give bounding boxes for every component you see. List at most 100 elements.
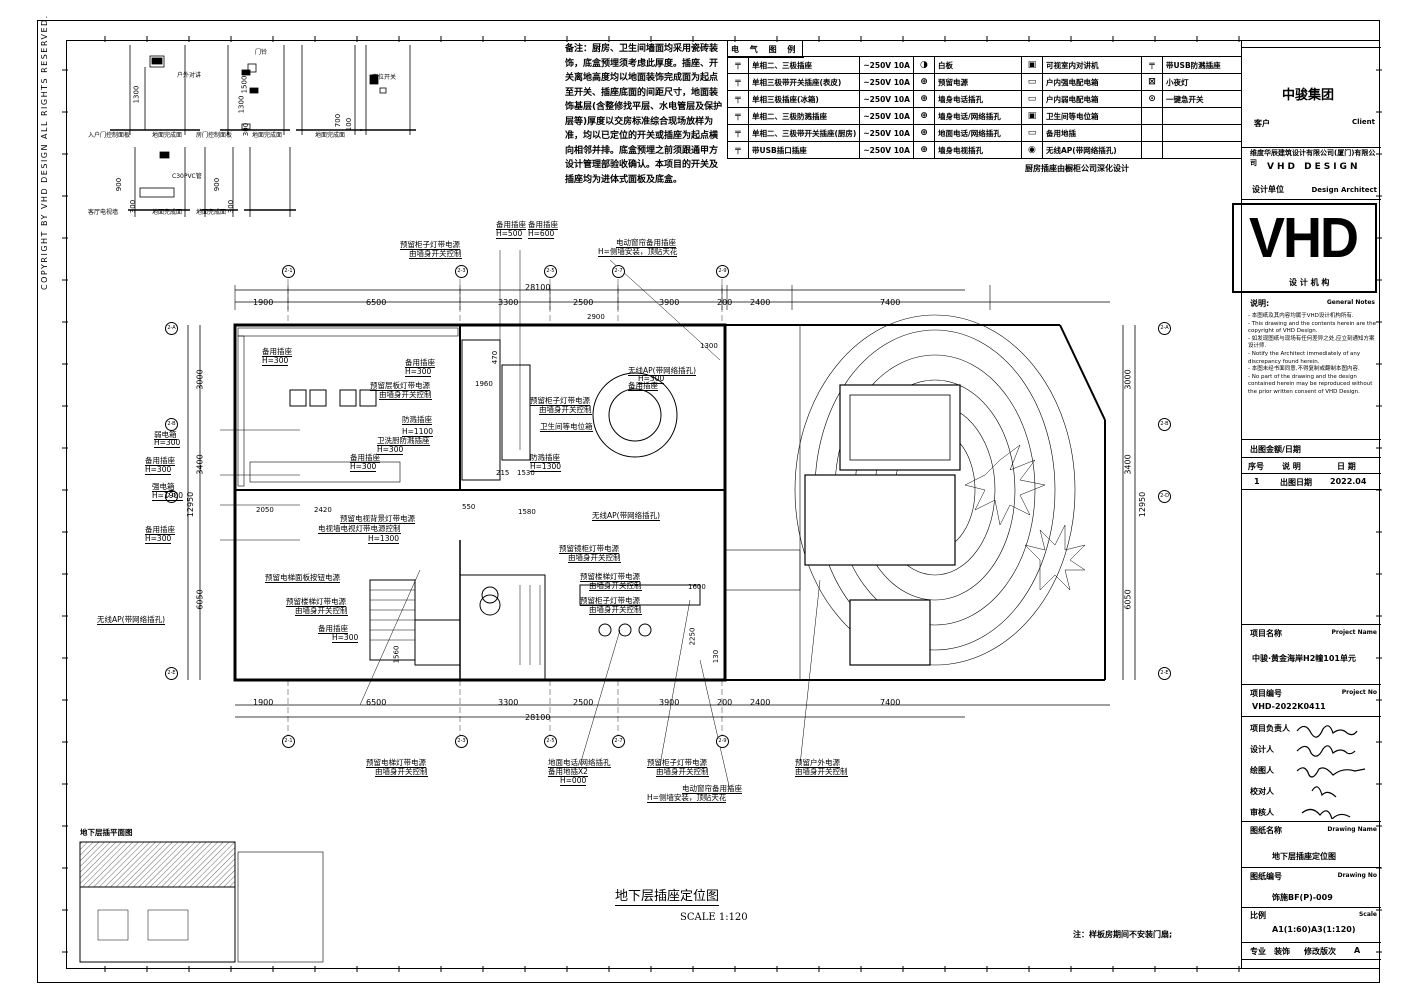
annotation-label: 备用插座 bbox=[145, 456, 175, 466]
inner-dim: 470 bbox=[491, 350, 500, 365]
diagram-dim: 1500 bbox=[240, 75, 249, 94]
annotation-label: H=300 bbox=[145, 534, 172, 544]
design-unit-en: Design Architect bbox=[1311, 186, 1377, 194]
annotation-label: H=300 bbox=[154, 438, 181, 448]
annotation-label: 预留镜柜灯带电源 bbox=[559, 544, 619, 554]
diagram-label: 房门控制面板 bbox=[196, 132, 233, 139]
top-dim: 3300 bbox=[498, 298, 519, 307]
diagram-label: 门铃 bbox=[255, 49, 268, 56]
annotation-label: H=300 bbox=[350, 462, 377, 472]
annotation-label: 备用插座 bbox=[405, 358, 435, 368]
legend-text bbox=[1161, 107, 1242, 125]
legend-symbol-icon: ╤ bbox=[1149, 60, 1155, 70]
legend-symbol-icon: ╤ bbox=[735, 60, 741, 70]
left-dim: 3400 bbox=[195, 454, 205, 475]
bottom-dim: 1900 bbox=[253, 698, 274, 707]
legend-text: 单相三极插座(冰箱) bbox=[747, 90, 861, 108]
diagram-label: C30PVC管 bbox=[172, 173, 202, 180]
grid-bubble: 2-1 bbox=[282, 735, 295, 748]
legend-symbol-icon: ◑ bbox=[920, 60, 928, 70]
client-en: Client bbox=[1351, 118, 1375, 126]
notes-label: 说明: bbox=[1250, 299, 1270, 308]
legend-symbol-icon: ⊕ bbox=[920, 77, 928, 87]
role-label: 校对人 bbox=[1250, 787, 1274, 796]
legend-text: ~250V 10A bbox=[859, 90, 914, 108]
annotation-label: 预留层板灯带电源 bbox=[370, 381, 430, 391]
legend-symbol-icon: ▭ bbox=[1027, 94, 1037, 104]
annotation-label: 由墙身开关控制 bbox=[375, 767, 428, 777]
legend-text: 单相二、三极防溅插座 bbox=[747, 107, 861, 125]
diagram-label: 地面完成面 bbox=[196, 209, 227, 216]
inner-dim: 1560 bbox=[392, 645, 401, 664]
annotation-label: 预留电视背景灯带电源 bbox=[340, 514, 415, 524]
annotation-label: 预留楼梯灯带电源 bbox=[286, 597, 346, 607]
annotation-label: H=侧墙安装，顶贴天花 bbox=[598, 247, 678, 257]
diagram-dim: 900 bbox=[213, 177, 222, 192]
diagram-label: 户外对讲 bbox=[177, 72, 202, 79]
issue-header-row: 序号 说 明 日 期 bbox=[1242, 458, 1381, 474]
inner-dim: 1960 bbox=[475, 380, 493, 388]
scale-value: A1(1:60)A3(1:120) bbox=[1272, 925, 1356, 934]
annotation-label: 由墙身开关控制 bbox=[295, 606, 348, 616]
issue-col: 日 期 bbox=[1337, 462, 1356, 471]
annotation-label: 预留柜子灯带电源 bbox=[400, 240, 460, 250]
legend-symbol-icon: ▣ bbox=[1027, 60, 1037, 70]
agency-logo: VHD bbox=[1249, 206, 1359, 270]
annotation-label: 预留电梯灯带电源 bbox=[366, 758, 426, 768]
drawing-name-section: 图纸名称 Drawing Name 地下层插座定位图 bbox=[1242, 822, 1381, 868]
key-plan-title: 地下层插平面图 bbox=[80, 828, 133, 837]
designer-section: 维度华辰建筑设计有限公司(厦门)有限公司 VHD DESIGN 设计单位 Des… bbox=[1242, 148, 1381, 200]
diagram-dim: 100 bbox=[345, 117, 354, 132]
legend-text: ~250V 10A bbox=[859, 141, 914, 159]
annotation-label: 备用插座 bbox=[145, 525, 175, 535]
installation-height-diagram bbox=[110, 45, 416, 217]
client-section: 中骏集团 客户 Client bbox=[1242, 48, 1381, 148]
scale-label: 比例 bbox=[1250, 911, 1266, 920]
diagram-dim: 300 bbox=[242, 122, 251, 137]
annotation-label: H=300 bbox=[405, 367, 432, 377]
footer-cell: A bbox=[1354, 946, 1361, 955]
annotation-label: H=1300 bbox=[368, 534, 400, 544]
annotation-label: 预留楼梯灯带电源 bbox=[580, 572, 640, 582]
grid-bubble: 2-5 bbox=[544, 265, 557, 278]
agency-label: 设 计 机 构 bbox=[1289, 278, 1330, 287]
annotation-label: H=300 bbox=[377, 445, 404, 455]
annotation-label: 弱电箱 bbox=[154, 430, 177, 440]
role-label: 设计人 bbox=[1250, 745, 1274, 754]
drawing-name-en: Drawing Name bbox=[1327, 826, 1377, 833]
project-name-section: 项目名称 Project Name 中骏·黄金海岸H2幢101单元 bbox=[1242, 625, 1381, 685]
annotation-label: 防溅插座 bbox=[530, 453, 560, 463]
annotation-label: 由墙身开关控制 bbox=[568, 553, 621, 563]
bottom-dim: 7400 bbox=[880, 698, 901, 707]
project-no-label: 项目编号 bbox=[1250, 689, 1282, 698]
legend-symbol-icon: ╤ bbox=[735, 111, 741, 121]
scale-en: Scale bbox=[1358, 911, 1377, 918]
drawing-name-label: 图纸名称 bbox=[1250, 826, 1282, 835]
legend-symbol-icon: ⊕ bbox=[920, 94, 928, 104]
annotation-label: 预留柜子灯带电源 bbox=[580, 596, 640, 606]
grid-bubble: 2-D bbox=[165, 490, 178, 503]
issue-label: 出图金额/日期 bbox=[1250, 445, 1301, 454]
issue-label-row: 出图金额/日期 bbox=[1242, 440, 1381, 458]
issue-data-row: 1 出图日期 2022.04 bbox=[1242, 474, 1381, 490]
client-label: 客户 bbox=[1254, 119, 1270, 128]
annotation-label: 由墙身开关控制 bbox=[589, 605, 642, 615]
legend-text: 户内弱电配电箱 bbox=[1041, 90, 1142, 108]
annotation-label: 强电箱 bbox=[152, 482, 175, 492]
title-block: 中骏集团 客户 Client 维度华辰建筑设计有限公司(厦门)有限公司 VHD … bbox=[1232, 40, 1381, 969]
legend-text: ~250V 10A bbox=[859, 124, 914, 142]
annotation-label: 预留柜子灯带电源 bbox=[647, 758, 707, 768]
notes-section: 说明: General Notes - 本图纸及其内容均属于VHD设计机构所有.… bbox=[1242, 295, 1381, 440]
legend-symbol-icon: ╤ bbox=[735, 77, 741, 87]
annotation-label: 无线AP(带网络插孔) bbox=[97, 615, 166, 625]
top-dim: 7400 bbox=[880, 298, 901, 307]
agency-section: VHD 设 计 机 构 bbox=[1232, 203, 1377, 293]
left-dim: 12950 bbox=[186, 491, 196, 518]
annotation-label: 卫洗厨防溅插座 bbox=[377, 436, 430, 446]
legend-symbol-icon: ╤ bbox=[735, 128, 741, 138]
drawing-name: 地下层插座定位图 bbox=[1272, 852, 1336, 861]
bottom-dim: 2500 bbox=[573, 698, 594, 707]
annotation-label: H=1300 bbox=[530, 462, 562, 472]
diagram-dim: 900 bbox=[115, 177, 124, 192]
footer-cell: 装饰 bbox=[1274, 947, 1290, 956]
